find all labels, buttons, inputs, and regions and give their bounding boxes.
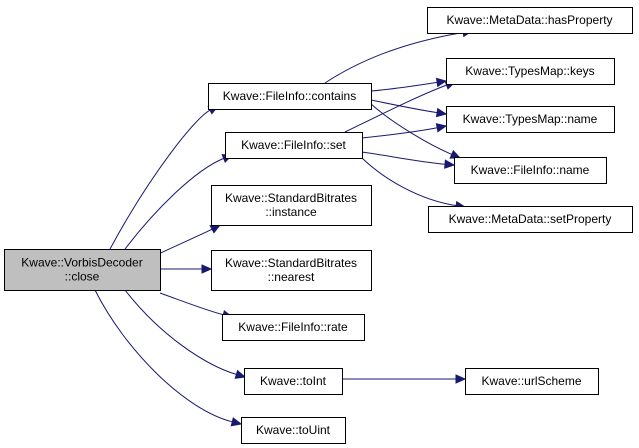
node-close: Kwave::VorbisDecoder::close: [4, 249, 161, 291]
node-label: Kwave::VorbisDecoder: [21, 256, 142, 270]
node-toUint[interactable]: Kwave::toUint: [241, 417, 346, 444]
edge-set-to-tmname: [361, 123, 448, 139]
arrowhead-icon: [201, 264, 213, 274]
edge-line: [94, 289, 233, 423]
node-label: Kwave::urlScheme: [481, 374, 581, 388]
node-setProperty[interactable]: Kwave::MetaData::setProperty: [428, 206, 633, 233]
edge-set-to-finame: [361, 151, 456, 169]
node-hasProperty[interactable]: Kwave::MetaData::hasProperty: [427, 7, 633, 34]
edge-contains-to-tmname: [370, 99, 448, 118]
arrowhead-icon: [435, 77, 448, 88]
node-box: [427, 7, 633, 34]
node-label: ::close: [65, 270, 100, 284]
arrowhead-icon: [209, 224, 222, 234]
edge-line: [159, 292, 224, 316]
node-label: Kwave::MetaData::setProperty: [449, 212, 612, 226]
node-set[interactable]: Kwave::FileInfo::set: [225, 132, 363, 159]
node-label: ::nearest: [268, 270, 315, 284]
edge-line: [324, 31, 464, 84]
node-box: [428, 206, 633, 233]
edge-line: [361, 127, 438, 139]
node-urlScheme[interactable]: Kwave::urlScheme: [465, 368, 599, 395]
node-box: [211, 185, 372, 226]
node-label: Kwave::TypesMap::name: [463, 112, 598, 126]
node-finame[interactable]: Kwave::FileInfo::name: [454, 157, 607, 184]
arrowhead-icon: [230, 417, 243, 427]
arrowhead-icon: [449, 149, 462, 159]
edge-close-to-contains: [109, 105, 220, 250]
node-label: Kwave::MetaData::hasProperty: [446, 13, 612, 27]
node-label: Kwave::FileInfo::rate: [238, 320, 348, 334]
edge-toInt-to-urlScheme: [341, 374, 467, 384]
node-label: Kwave::StandardBitrates: [225, 191, 357, 205]
node-label: Kwave::FileInfo::set: [241, 138, 346, 152]
node-toInt[interactable]: Kwave::toInt: [244, 368, 343, 395]
edge-line: [344, 84, 447, 133]
edge-line: [370, 103, 452, 155]
node-contains[interactable]: Kwave::FileInfo::contains: [208, 83, 372, 110]
edge-close-to-nearest: [160, 264, 213, 274]
node-box: [244, 368, 343, 395]
node-label: Kwave::toUint: [256, 423, 331, 437]
arrowhead-icon: [444, 159, 456, 169]
arrowhead-icon: [435, 123, 448, 133]
edge-line: [109, 109, 211, 250]
node-label: ::instance: [265, 205, 317, 219]
node-keys[interactable]: Kwave::TypesMap::keys: [446, 58, 615, 85]
edge-close-to-toInt: [124, 289, 247, 379]
edge-line: [370, 99, 438, 114]
node-label: Kwave::FileInfo::name: [471, 163, 590, 177]
node-rate[interactable]: Kwave::FileInfo::rate: [222, 314, 365, 341]
edge-line: [361, 157, 457, 207]
node-box: [446, 106, 615, 133]
node-nearest[interactable]: Kwave::StandardBitrates::nearest: [211, 250, 372, 291]
arrowhead-icon: [234, 369, 247, 379]
node-box: [225, 132, 363, 159]
node-box: [446, 58, 615, 85]
edge-line: [124, 157, 224, 250]
node-box: [4, 249, 161, 291]
edge-line: [370, 81, 438, 92]
node-box: [241, 417, 346, 444]
edge-contains-to-keys: [370, 77, 448, 92]
node-label: Kwave::TypesMap::keys: [465, 64, 594, 78]
arrowhead-icon: [435, 107, 448, 118]
arrowhead-icon: [455, 374, 467, 384]
node-label: Kwave::StandardBitrates: [225, 256, 357, 270]
edge-line: [361, 151, 446, 165]
node-box: [208, 83, 372, 110]
node-tmname[interactable]: Kwave::TypesMap::name: [446, 106, 615, 133]
node-box: [222, 314, 365, 341]
node-label: Kwave::toInt: [260, 374, 327, 388]
edge-close-to-toUint: [94, 289, 243, 427]
node-box: [465, 368, 599, 395]
node-box: [454, 157, 607, 184]
node-label: Kwave::FileInfo::contains: [223, 89, 356, 103]
node-box: [211, 250, 372, 291]
node-instance[interactable]: Kwave::StandardBitrates::instance: [211, 185, 372, 226]
edge-line: [124, 289, 237, 375]
edge-close-to-rate: [159, 292, 234, 320]
